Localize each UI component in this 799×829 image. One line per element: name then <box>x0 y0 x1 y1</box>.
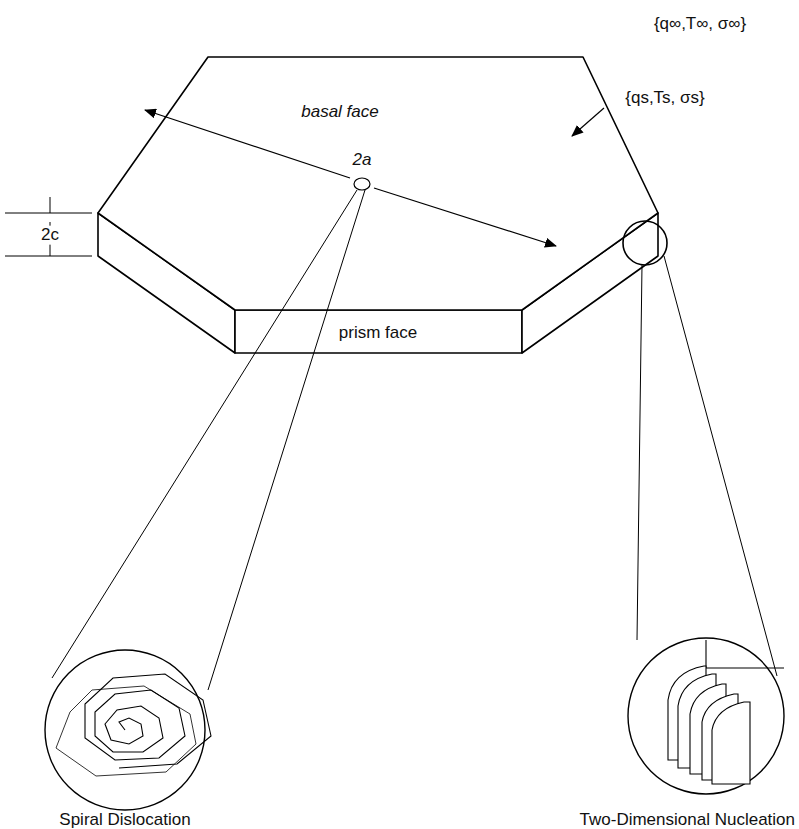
face-name: basal face <box>301 103 379 122</box>
dimension-label: 2c <box>39 226 61 245</box>
face-name: prism face <box>339 324 417 343</box>
surface-conditions: {qs,Ts, σs} <box>625 89 704 108</box>
ambient-conditions: {q∞,T∞, σ∞} <box>654 15 746 34</box>
dimension-label: 2a <box>351 151 374 170</box>
mechanism-caption: Two-Dimensional Nucleation <box>580 811 795 829</box>
mechanism-caption: Spiral Dislocation <box>59 811 190 829</box>
